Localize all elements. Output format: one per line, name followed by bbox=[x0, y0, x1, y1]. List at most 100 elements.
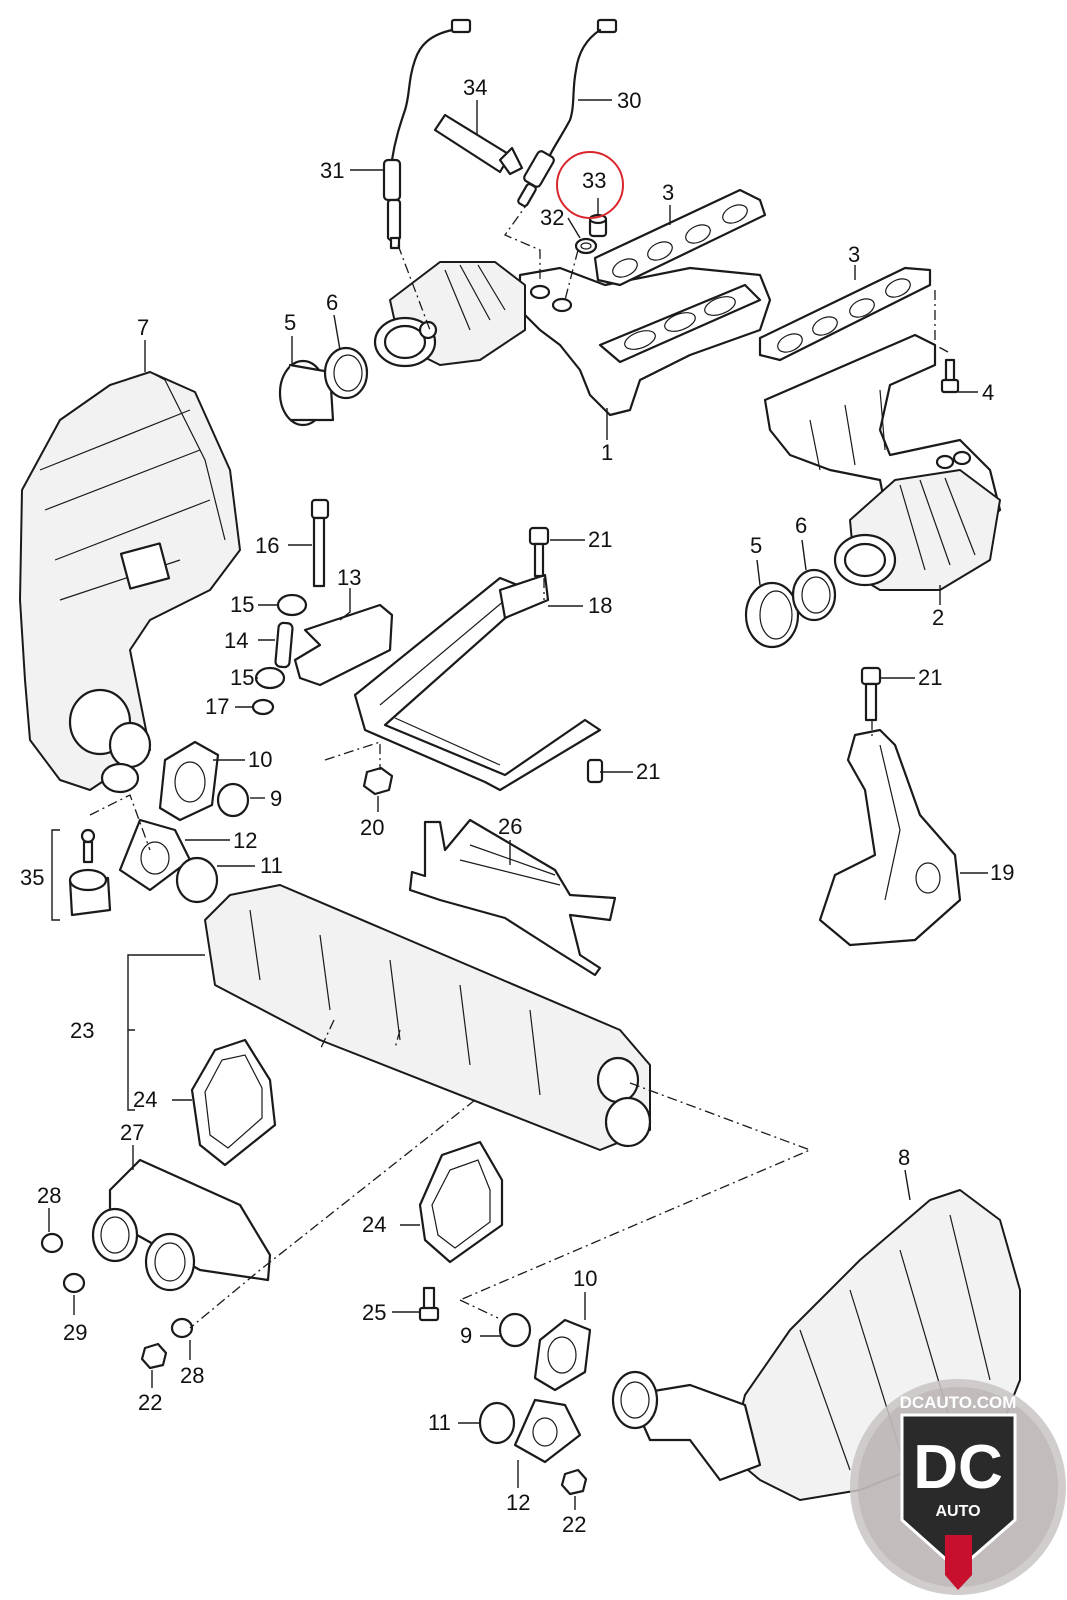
callout-28-top: 28 bbox=[37, 1183, 61, 1208]
callout-11-right: 11 bbox=[428, 1410, 451, 1435]
callout-18: 18 bbox=[588, 593, 612, 618]
watermark-word: AUTO bbox=[935, 1503, 980, 1520]
callout-27: 27 bbox=[120, 1120, 144, 1145]
bolt-21-mid bbox=[586, 758, 604, 784]
exhaust-manifold-2 bbox=[763, 333, 1002, 591]
sealant-tube-34 bbox=[433, 113, 524, 176]
callout-8: 8 bbox=[898, 1145, 910, 1170]
callout-12-right: 12 bbox=[506, 1490, 530, 1515]
center-muffler-23 bbox=[204, 884, 652, 1151]
callout-2: 2 bbox=[932, 605, 944, 630]
callout-20: 20 bbox=[360, 815, 384, 840]
seal-ring-9-left bbox=[216, 782, 250, 818]
callout-33: 33 bbox=[582, 168, 606, 193]
bracket-13 bbox=[293, 603, 394, 687]
seal-ring-11-right bbox=[478, 1401, 516, 1445]
callout-23: 23 bbox=[70, 1018, 94, 1043]
callout-24-lower: 24 bbox=[362, 1212, 386, 1237]
callout-10-left: 10 bbox=[248, 747, 272, 772]
watermark-mark: DC bbox=[913, 1433, 1003, 1502]
oxygen-sensor-30 bbox=[517, 18, 618, 208]
clamp-5-upper bbox=[278, 359, 335, 427]
washer-28-bottom bbox=[170, 1317, 194, 1339]
flange-gasket-10-left bbox=[158, 740, 220, 822]
flange-12-right bbox=[513, 1398, 582, 1464]
callout-5-lower: 5 bbox=[750, 533, 762, 558]
assembly-lines bbox=[89, 199, 949, 1329]
seal-ring-11-left bbox=[175, 856, 219, 904]
washer-28-top bbox=[40, 1232, 64, 1254]
callout-16: 16 bbox=[255, 533, 279, 558]
spacer-14 bbox=[274, 621, 294, 669]
bolt-4 bbox=[940, 358, 960, 394]
bushing-15-upper bbox=[276, 593, 308, 617]
callout-1: 1 bbox=[601, 440, 613, 465]
highlight-circle-33 bbox=[556, 151, 624, 219]
callout-3-upper: 3 bbox=[662, 180, 674, 205]
nut-17 bbox=[251, 698, 275, 716]
callout-15-lower: 15 bbox=[230, 665, 254, 690]
bushing-15-lower bbox=[254, 666, 286, 690]
callout-9-right: 9 bbox=[460, 1323, 472, 1348]
callout-25: 25 bbox=[362, 1300, 386, 1325]
clamp-24-lower bbox=[418, 1140, 504, 1264]
watermark-site: DCAUTO.COM bbox=[900, 1393, 1017, 1412]
tailpipe-27 bbox=[91, 1158, 272, 1292]
valve-actuator-35 bbox=[68, 828, 112, 917]
callout-19: 19 bbox=[990, 860, 1014, 885]
callout-3-lower: 3 bbox=[848, 242, 860, 267]
flange-12-left bbox=[118, 818, 192, 892]
callout-13: 13 bbox=[337, 565, 361, 590]
callout-11-left: 11 bbox=[260, 853, 283, 878]
callout-21-mid: 21 bbox=[636, 759, 660, 784]
callout-4: 4 bbox=[982, 380, 994, 405]
callout-12-left: 12 bbox=[233, 828, 257, 853]
heat-shield-26 bbox=[408, 818, 617, 977]
sealing-ring-32 bbox=[574, 237, 598, 255]
washer-29 bbox=[62, 1272, 86, 1294]
flange-gasket-10-right bbox=[533, 1318, 592, 1392]
callout-34: 34 bbox=[463, 75, 487, 100]
callout-9-left: 9 bbox=[270, 786, 282, 811]
clamp-24-upper bbox=[190, 1038, 277, 1167]
bolt-21-right bbox=[860, 666, 882, 722]
bracket-19 bbox=[818, 728, 962, 947]
callout-24-upper: 24 bbox=[133, 1087, 157, 1112]
callout-30: 30 bbox=[617, 88, 641, 113]
callout-14: 14 bbox=[224, 628, 248, 653]
callout-numbers: 1 2 3 3 4 5 5 6 6 7 8 9 9 10 10 11 11 12… bbox=[20, 75, 1014, 1537]
callout-32: 32 bbox=[540, 205, 564, 230]
callout-21-right: 21 bbox=[918, 665, 942, 690]
callout-7: 7 bbox=[137, 315, 149, 340]
callout-17: 17 bbox=[205, 694, 229, 719]
seal-ring-6-upper bbox=[323, 346, 369, 400]
callout-6-lower: 6 bbox=[795, 513, 807, 538]
manifold-gasket-3-upper bbox=[593, 188, 767, 287]
nut-22-left bbox=[140, 1342, 168, 1370]
leader-lines bbox=[48, 99, 988, 1510]
exhaust-manifold-1 bbox=[373, 261, 772, 417]
callout-22-right: 22 bbox=[562, 1512, 586, 1537]
callout-26: 26 bbox=[498, 814, 522, 839]
nut-22-right bbox=[560, 1468, 588, 1496]
callout-10-right: 10 bbox=[573, 1266, 597, 1291]
callout-5-upper: 5 bbox=[284, 310, 296, 335]
bolt-16 bbox=[310, 498, 330, 588]
bolt-21-top bbox=[528, 526, 550, 578]
callout-31: 31 bbox=[320, 158, 344, 183]
callout-21-top: 21 bbox=[588, 527, 612, 552]
callout-35: 35 bbox=[20, 865, 44, 890]
callout-6-upper: 6 bbox=[326, 290, 338, 315]
dcauto-watermark-logo: DCAUTO.COM DC AUTO bbox=[850, 1379, 1066, 1595]
callout-15-upper: 15 bbox=[230, 592, 254, 617]
callout-22-left: 22 bbox=[138, 1390, 162, 1415]
rear-silencer-7 bbox=[19, 371, 241, 794]
oxygen-sensor-31 bbox=[382, 18, 472, 250]
bracket-18 bbox=[498, 573, 550, 620]
seal-ring-6-lower bbox=[791, 568, 837, 622]
callout-29: 29 bbox=[63, 1320, 87, 1345]
bolt-25 bbox=[418, 1286, 440, 1322]
nut-20 bbox=[362, 766, 394, 796]
support-frame bbox=[353, 576, 602, 792]
